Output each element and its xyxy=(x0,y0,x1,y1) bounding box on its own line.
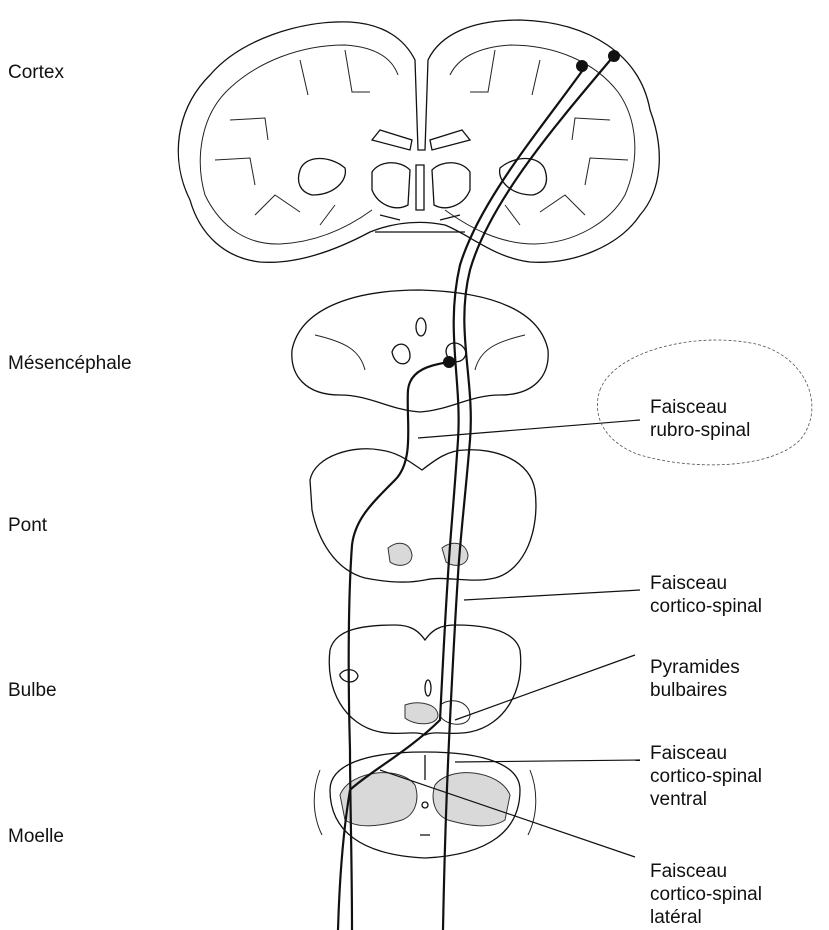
callout-ventral-line2: cortico-spinal xyxy=(650,765,762,788)
callout-pyramides-line1: Pyramides xyxy=(650,656,740,679)
cortical-neuron-cell-body xyxy=(576,60,588,72)
callout-cortico-spinal-ventral: Faisceau cortico-spinal ventral xyxy=(650,742,762,811)
callout-lateral-line2: cortico-spinal xyxy=(650,883,762,906)
callout-cortico-spinal: Faisceau cortico-spinal xyxy=(650,572,762,618)
callout-cortico-spinal-line1: Faisceau xyxy=(650,572,762,595)
leader-cortico-spinal-lateral xyxy=(380,770,635,857)
red-nucleus-cell-body xyxy=(443,356,455,368)
callout-rubro-spinal-line1: Faisceau xyxy=(650,396,750,419)
medulla-section xyxy=(329,625,521,735)
callout-lateral-line1: Faisceau xyxy=(650,860,762,883)
cortical-neuron-cell-body xyxy=(608,50,620,62)
label-mesencephale: Mésencéphale xyxy=(8,353,132,375)
label-moelle: Moelle xyxy=(8,826,64,848)
leader-cortico-spinal xyxy=(464,590,640,600)
callout-rubro-spinal: Faisceau rubro-spinal xyxy=(650,396,750,442)
callout-cortico-spinal-lateral: Faisceau cortico-spinal latéral xyxy=(650,860,762,929)
midbrain-section xyxy=(292,290,548,412)
brain-coronal-section xyxy=(178,20,659,262)
pons-section xyxy=(310,449,536,582)
callout-pyramides: Pyramides bulbaires xyxy=(650,656,740,702)
leader-cortico-spinal-ventral xyxy=(455,760,640,762)
callout-ventral-line1: Faisceau xyxy=(650,742,762,765)
callout-lateral-line3: latéral xyxy=(650,906,762,929)
label-pont: Pont xyxy=(8,515,47,537)
callout-rubro-spinal-line2: rubro-spinal xyxy=(650,419,750,442)
leader-rubro-spinal xyxy=(418,420,640,438)
callout-ventral-line3: ventral xyxy=(650,788,762,811)
leader-pyramides xyxy=(455,655,635,720)
callout-pyramides-line2: bulbaires xyxy=(650,679,740,702)
callout-cortico-spinal-line2: cortico-spinal xyxy=(650,595,762,618)
label-cortex: Cortex xyxy=(8,62,64,84)
label-bulbe: Bulbe xyxy=(8,680,57,702)
